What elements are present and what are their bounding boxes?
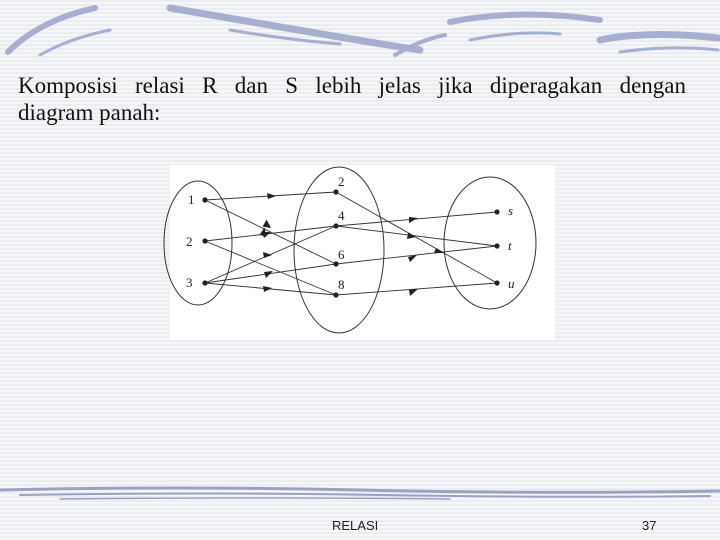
arrow-2-to-4 bbox=[204, 225, 337, 242]
set-a-ellipse bbox=[163, 180, 233, 306]
label-a-3: 3 bbox=[186, 275, 193, 290]
arrowhead bbox=[409, 217, 418, 223]
footer-title: RELASI bbox=[332, 518, 379, 533]
set-c-points bbox=[494, 209, 500, 286]
point-b-4 bbox=[333, 223, 339, 229]
set-a-points bbox=[202, 197, 208, 286]
arrowhead bbox=[263, 286, 272, 292]
arrowhead bbox=[262, 219, 271, 228]
slide-heading: Komposisi relasi R dan S lebih jelas jik… bbox=[18, 72, 686, 126]
arrowhead bbox=[263, 252, 272, 258]
arrow-3-to-8 bbox=[204, 282, 337, 296]
arrowhead bbox=[409, 289, 418, 296]
label-a-1: 1 bbox=[188, 192, 195, 207]
arrow-2-to-u bbox=[335, 191, 498, 284]
label-b-2: 2 bbox=[338, 174, 345, 189]
heading-line-1: Komposisi relasi R dan S lebih jelas jik… bbox=[18, 73, 686, 98]
set-c-ellipse bbox=[443, 176, 537, 310]
arrow-8-to-u bbox=[335, 282, 498, 296]
set-b-points bbox=[333, 189, 339, 298]
point-b-2 bbox=[333, 189, 339, 195]
point-a-2 bbox=[202, 238, 208, 244]
arrowheads bbox=[259, 193, 444, 296]
label-c-t: t bbox=[508, 238, 512, 253]
label-b-8: 8 bbox=[338, 277, 345, 292]
relation-r-arrows bbox=[204, 191, 337, 296]
point-c-u bbox=[494, 280, 500, 286]
arrowhead bbox=[408, 255, 417, 262]
relation-s-arrows bbox=[335, 191, 498, 296]
arrow-6-to-t bbox=[335, 245, 498, 265]
label-c-s: s bbox=[508, 203, 513, 218]
point-b-8 bbox=[333, 292, 339, 298]
diagram-card bbox=[170, 165, 555, 340]
arrowhead bbox=[434, 248, 444, 253]
arrow-4-to-s bbox=[335, 211, 498, 227]
label-b-4: 4 bbox=[338, 208, 345, 223]
point-b-6 bbox=[333, 261, 339, 267]
point-c-t bbox=[494, 243, 500, 249]
point-a-3 bbox=[202, 280, 208, 286]
arrow-2-to-8 bbox=[204, 240, 337, 296]
label-a-2: 2 bbox=[186, 234, 193, 249]
arrowhead bbox=[407, 233, 416, 239]
top-decoration bbox=[5, 4, 720, 57]
label-b-6: 6 bbox=[338, 247, 345, 262]
point-c-s bbox=[494, 209, 500, 215]
arrowhead bbox=[259, 227, 267, 237]
arrowhead bbox=[264, 271, 273, 278]
bottom-decoration bbox=[0, 486, 720, 500]
point-a-1 bbox=[202, 197, 208, 203]
arrowhead bbox=[267, 193, 276, 199]
set-b-ellipse bbox=[293, 166, 385, 334]
heading-line-2: diagram panah: bbox=[18, 100, 161, 125]
page-number: 37 bbox=[642, 518, 657, 533]
label-c-u: u bbox=[508, 276, 515, 291]
arrow-4-to-t bbox=[335, 225, 498, 247]
